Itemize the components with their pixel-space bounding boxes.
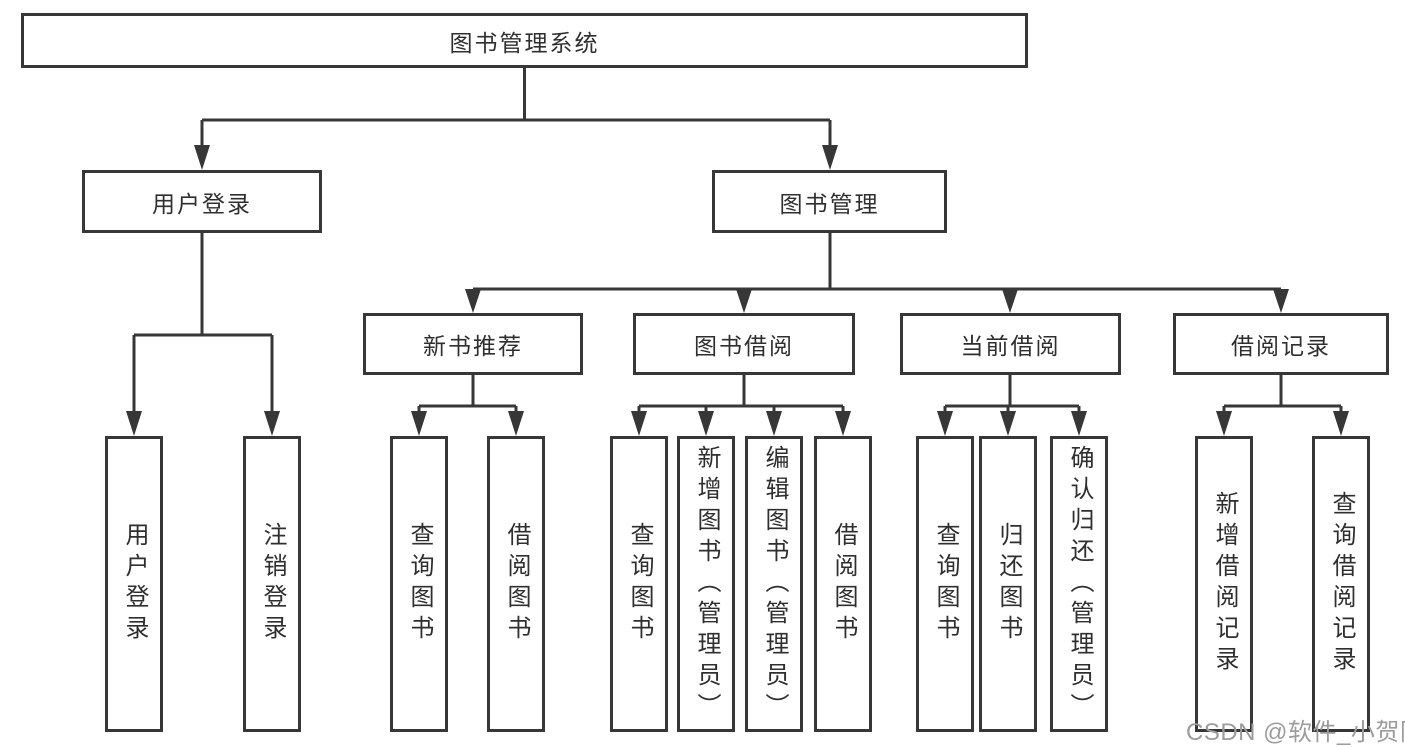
- node-leaf-query-books-current: 查询图书: [916, 436, 974, 732]
- connector-bookmgmt-to-level3: [473, 233, 1281, 291]
- node-new-book-recommend: 新书推荐: [363, 313, 583, 375]
- node-leaf-query-borrow-record: 查询借阅记录: [1312, 436, 1370, 732]
- connector-borrow-to-leaves: [637, 375, 845, 412]
- node-user-login: 用户登录: [82, 170, 322, 233]
- node-leaf-borrow-books-recommend: 借阅图书: [487, 436, 545, 732]
- node-leaf-add-borrow-record: 新增借阅记录: [1195, 436, 1253, 732]
- connector-newbook-to-leaves: [417, 375, 518, 412]
- csdn-watermark: CSDN @软件_小贺同学: [1186, 719, 1405, 746]
- node-leaf-add-book-admin: 新增图书（管理员）: [677, 436, 735, 732]
- node-leaf-borrow-books: 借阅图书: [814, 436, 872, 732]
- node-borrow-records: 借阅记录: [1173, 313, 1389, 375]
- node-leaf-confirm-return-admin: 确认归还（管理员）: [1050, 436, 1108, 732]
- connector-root-to-level2: [200, 68, 832, 146]
- connector-records-to-leaves: [1222, 375, 1343, 412]
- node-leaf-logout: 注销登录: [243, 436, 301, 732]
- node-library-system: 图书管理系统: [21, 13, 1028, 68]
- node-leaf-query-books-borrow: 查询图书: [610, 436, 668, 732]
- node-book-management: 图书管理: [712, 170, 947, 233]
- connector-current-to-leaves: [943, 375, 1081, 412]
- connector-userlogin-to-leaves: [132, 233, 274, 412]
- arrowheads: [126, 145, 1349, 436]
- node-leaf-return-book: 归还图书: [979, 436, 1037, 732]
- node-leaf-user-login: 用户登录: [105, 436, 163, 732]
- node-book-borrow: 图书借阅: [633, 313, 855, 375]
- node-leaf-edit-book-admin: 编辑图书（管理员）: [745, 436, 803, 732]
- node-leaf-query-books-recommend: 查询图书: [390, 436, 448, 732]
- node-current-borrow: 当前借阅: [900, 313, 1121, 375]
